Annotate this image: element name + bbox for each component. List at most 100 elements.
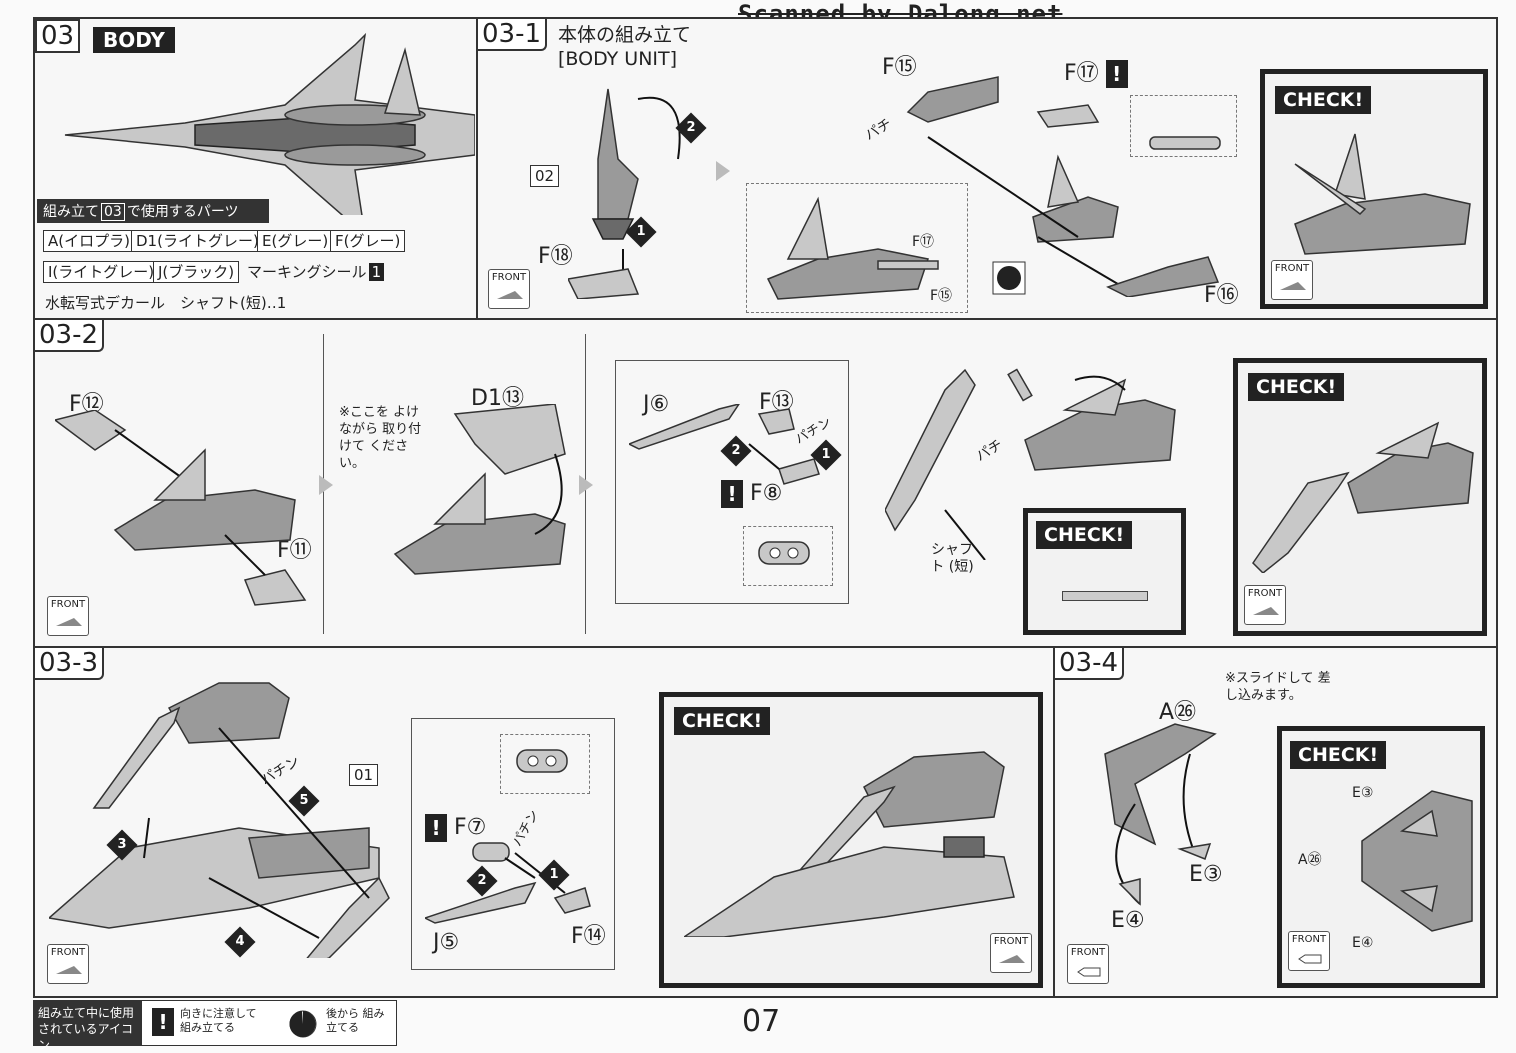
check-box-1: CHECK! FRONT: [1260, 69, 1488, 309]
body-assembly-step3-illustration: [49, 682, 390, 958]
front-indicator-2: FRONT: [47, 596, 89, 636]
subassembly-box: [746, 183, 968, 313]
part-a26: A㉖: [1159, 700, 1197, 725]
flow-arrow: [579, 475, 593, 495]
panel-step-03-1: 03-1 本体の組み立て [BODY UNIT] 02 2 1 F⑱ F⑰ F⑮…: [476, 17, 1498, 320]
part-f14: F⑭: [571, 924, 606, 949]
part-f15-sub: F⑮: [930, 288, 953, 304]
part-f7: ! F⑦: [425, 814, 486, 842]
j5-illustration: [425, 842, 591, 924]
part-e4: E④: [1111, 908, 1145, 933]
body-assembly-step1b-illustration: [906, 76, 1221, 297]
step-subtitle: [BODY UNIT]: [558, 48, 678, 70]
check-box-4: CHECK! FRONT: [659, 692, 1043, 988]
front-indicator-4: FRONT: [1067, 944, 1109, 984]
extra-parts: 水転写式デカール シャフト(短)‥1: [45, 294, 287, 312]
f8-detail-illustration: [758, 541, 810, 565]
check-label-a26: A㉖: [1298, 852, 1322, 868]
step-number-03-2: 03-2: [35, 320, 105, 352]
flow-arrow: [319, 475, 333, 495]
body-assembly-step4-illustration: [1104, 723, 1217, 906]
check-label-3: CHECK!: [1248, 373, 1345, 401]
step-badge-1: 1: [810, 439, 842, 471]
panel-step-03-4: 03-4 ※スライドして 差し込みます。 A㉖ E③ E④ FRONT CHEC…: [1053, 646, 1498, 998]
step-number-03-3: 03-3: [35, 648, 105, 680]
runner-i: I(ライトグレー): [43, 261, 160, 283]
step-badge-1: 1: [538, 859, 570, 891]
legend-item-2: 後から 組み立てる: [326, 1007, 385, 1034]
check-illustration-1: [1294, 133, 1471, 255]
step-badge-5: 5: [288, 785, 320, 817]
check-label-e4: E④: [1352, 935, 1374, 951]
legend-item-1: 向きに注意して 組み立てる: [180, 1007, 257, 1034]
detail-box-3: [500, 734, 590, 794]
shaft-check-illustration: [1062, 591, 1148, 601]
part-f15: F⑮: [882, 55, 917, 80]
runner-a: A(イロプラ): [43, 230, 135, 252]
part-f11: F⑪: [277, 538, 312, 563]
check-box-2: CHECK!: [1023, 508, 1186, 635]
body-assembly-step1-illustration: [568, 88, 681, 299]
runner-d1: D1(ライトグレー): [131, 230, 264, 252]
step-number-03-4: 03-4: [1055, 648, 1125, 680]
step-badge-2: 2: [466, 865, 498, 897]
legend-title: 組み立て中に使用 されているアイコン: [34, 1001, 142, 1052]
runner-e: E(グレー): [257, 230, 334, 252]
panel-step-03-2: 03-2 F⑫ F⑪ ※ここを よけながら 取り付けて ください。 D1⑬ J⑥…: [33, 318, 1498, 648]
step-badge-2: 2: [675, 112, 707, 144]
rear-assembly-icon: [992, 261, 1026, 295]
part-f18: F⑱: [538, 244, 573, 269]
front-indicator-3: FRONT: [47, 944, 89, 984]
part-f17-sub: F⑰: [912, 234, 935, 250]
part-j5: J⑤: [433, 930, 460, 955]
subassembly-illustration: [766, 196, 939, 300]
part-f8: ! F⑧: [721, 480, 782, 508]
panel-step-03-3: 03-3 01 3 4 5 パチン ! F⑦ J⑤ F⑭ 2 1 パチン CHE…: [33, 646, 1055, 998]
part-d13: D1⑬: [471, 386, 524, 411]
caution-icon: !: [1105, 60, 1128, 88]
part-j6: J⑥: [643, 392, 670, 417]
step-badge-4: 4: [224, 926, 256, 958]
f7-detail-illustration: [516, 749, 568, 773]
step-number-03-1: 03-1: [478, 19, 548, 51]
check-label-5: CHECK!: [1290, 741, 1387, 769]
check-label-4: CHECK!: [674, 707, 771, 735]
check-illustration-4: [684, 751, 1015, 937]
check-label-e3: E③: [1352, 785, 1374, 801]
check-illustration-5: [1361, 790, 1473, 932]
runner-f: F(グレー): [330, 230, 406, 252]
detail-box: [1130, 95, 1237, 157]
section-number: 03: [35, 19, 81, 53]
part-e3: E③: [1189, 862, 1223, 887]
step-badge-3: 3: [106, 829, 138, 861]
slide-note: ※スライドして 差し込みます。: [1225, 671, 1331, 703]
front-indicator-check4: FRONT: [990, 933, 1032, 973]
check-label-2: CHECK!: [1036, 521, 1133, 549]
runner-j: J(ブラック): [153, 261, 240, 283]
placement-note: ※ここを よけながら 取り付けて ください。: [339, 405, 422, 471]
check-illustration-3: [1252, 421, 1474, 573]
detail-box-2: [743, 526, 833, 586]
section-title: BODY: [93, 27, 175, 53]
legend-caution-icon: !: [152, 1008, 174, 1036]
check-box-3: CHECK! FRONT: [1233, 358, 1487, 636]
legend-rear-icon: [289, 1010, 317, 1038]
front-indicator-1: FRONT: [488, 269, 530, 309]
front-indicator-check3: FRONT: [1244, 585, 1286, 625]
page-number: 07: [742, 1004, 781, 1039]
subassembly-box-2: [615, 360, 849, 604]
step-badge-1: 1: [625, 216, 657, 248]
body-topview-illustration: [64, 32, 475, 215]
j6-illustration: [629, 404, 820, 485]
flow-arrow: [716, 161, 730, 181]
icon-legend: 組み立て中に使用 されているアイコン ! 向きに注意して 組み立てる 後から 組…: [33, 1000, 397, 1052]
body-assembly-step2c-illustration: [885, 368, 1176, 560]
callout-02: 02: [530, 165, 560, 187]
check-box-5: CHECK! E③ A㉖ E④ FRONT: [1277, 726, 1485, 988]
caution-icon: !: [721, 480, 743, 508]
check-label-1: CHECK!: [1275, 86, 1372, 114]
part-f16: F⑯: [1204, 283, 1239, 308]
step-badge-2: 2: [720, 435, 752, 467]
